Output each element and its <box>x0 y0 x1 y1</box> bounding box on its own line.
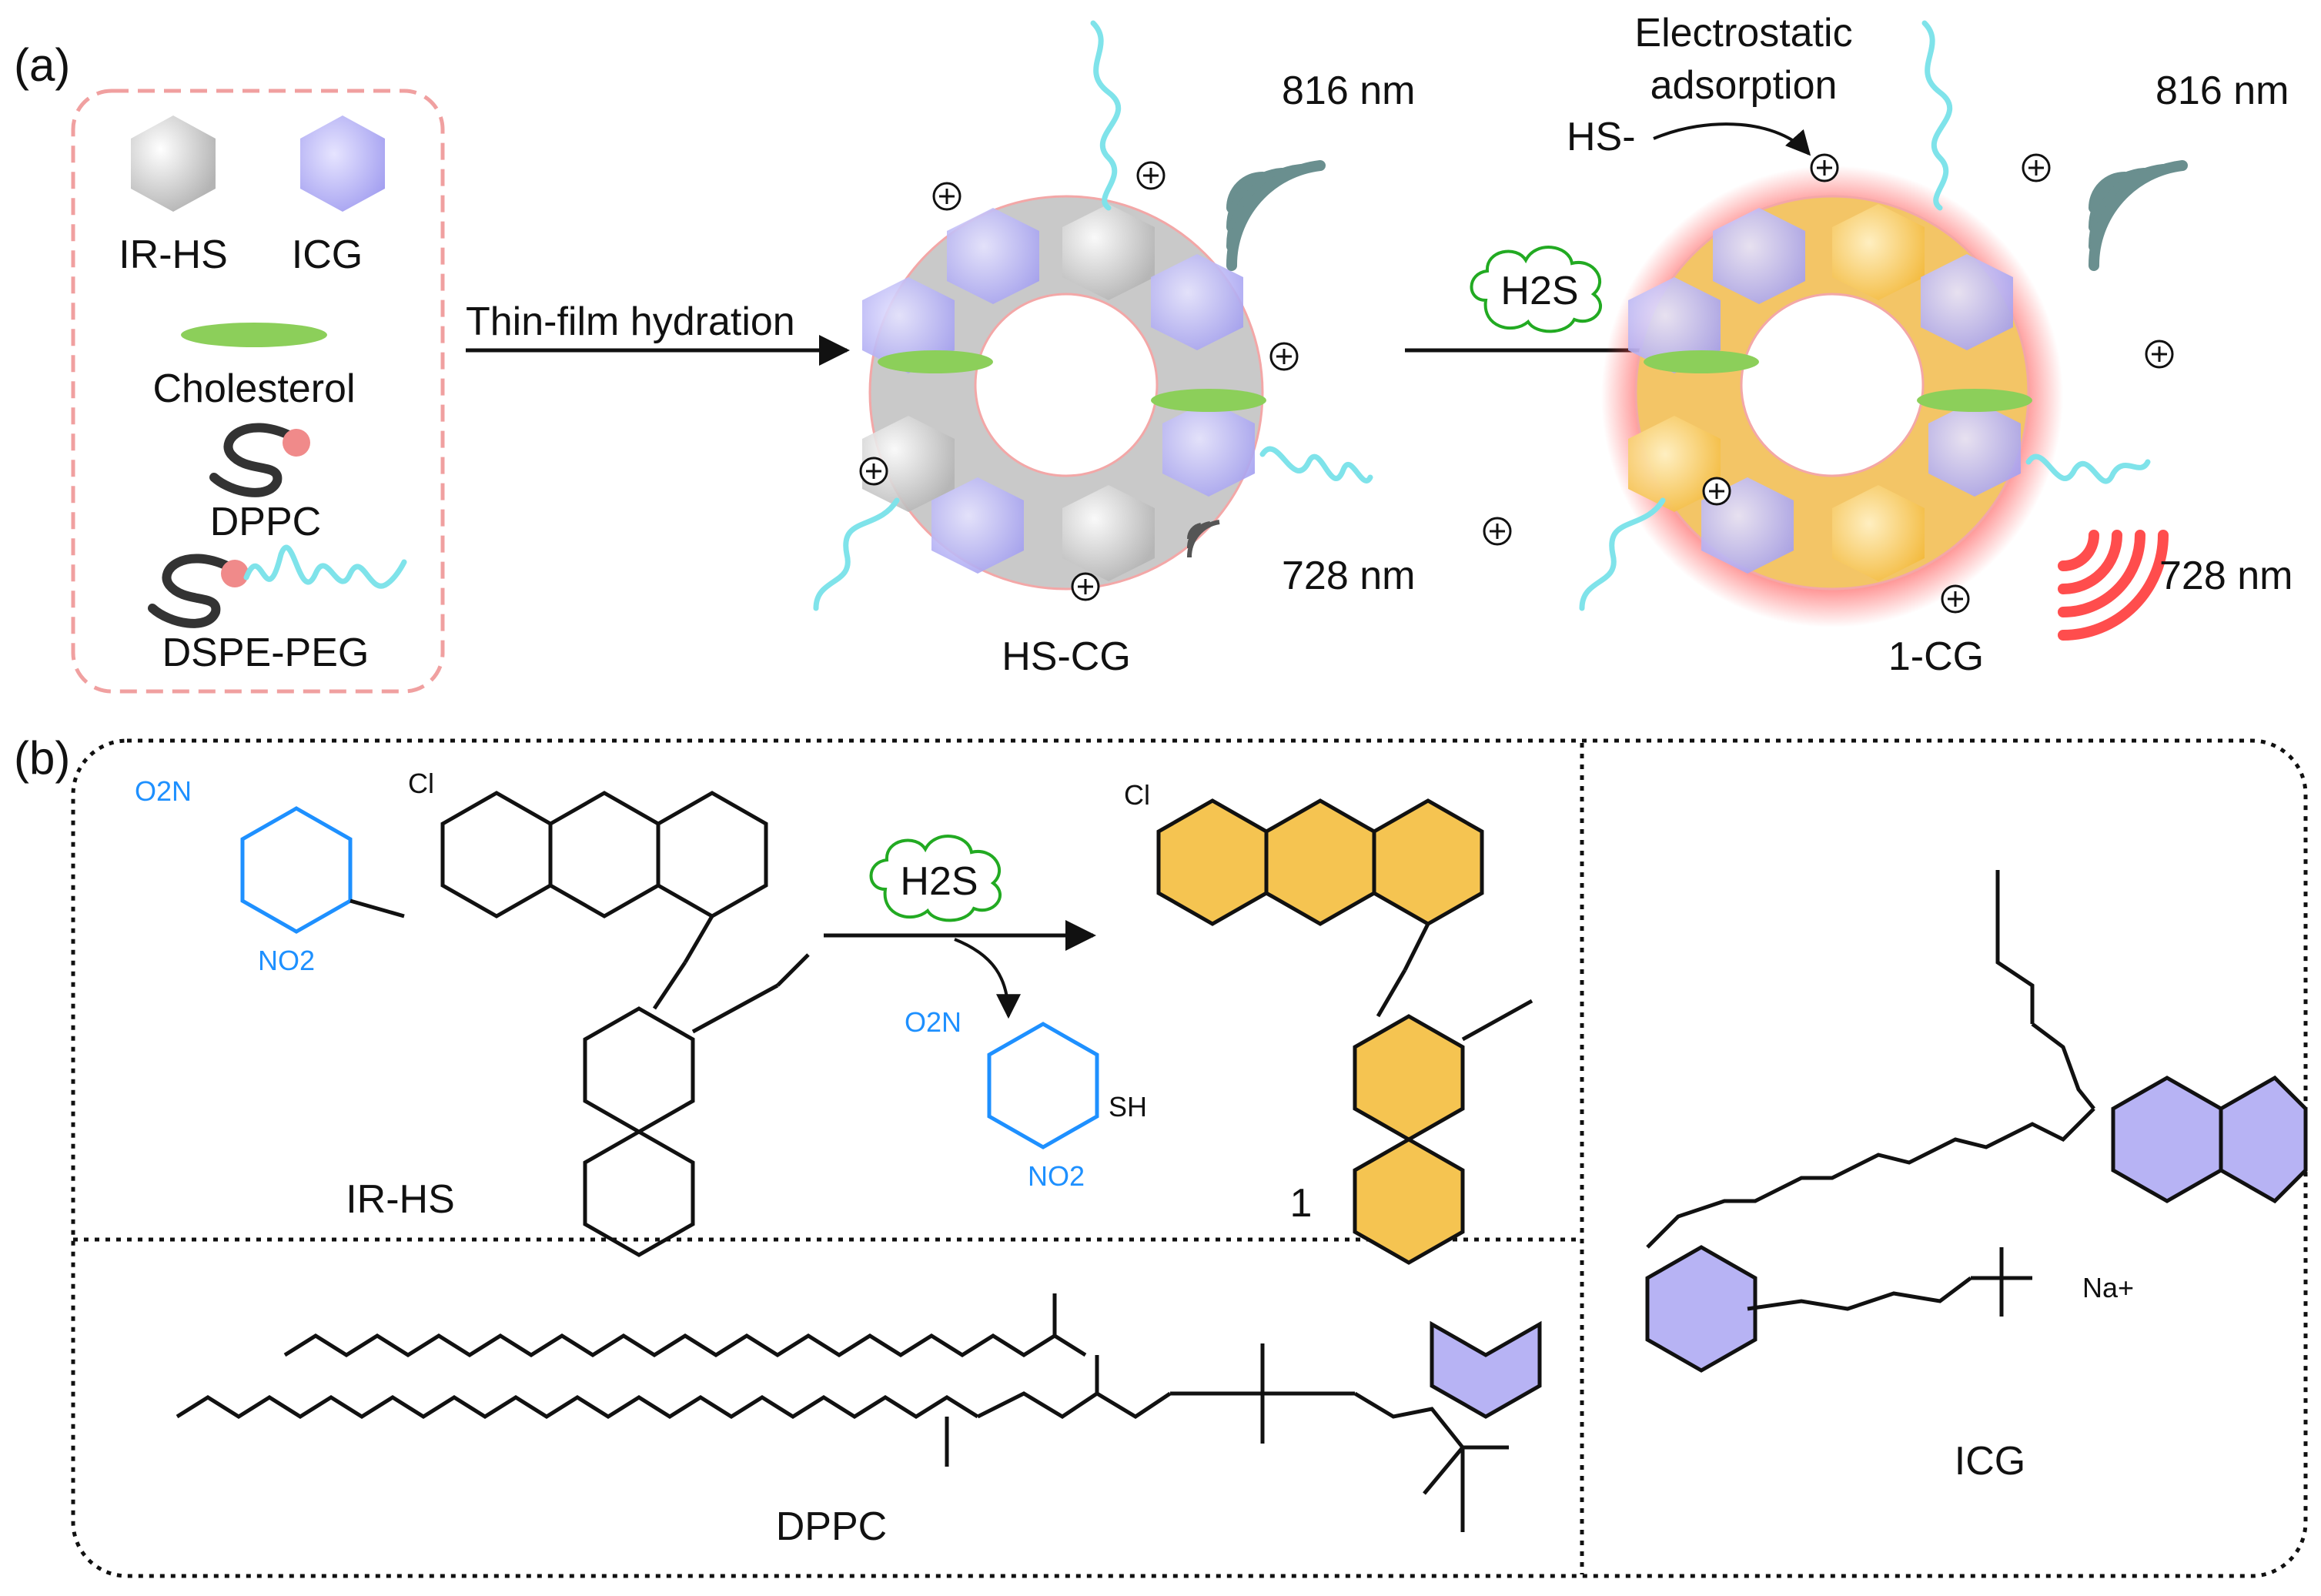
positive-charge-icon <box>859 457 888 486</box>
positive-charge-icon <box>2022 153 2051 182</box>
o2n-label: O2N <box>135 775 192 807</box>
peg-chain <box>813 497 900 611</box>
peg-chain <box>1921 20 1953 211</box>
legend-dspe-peg: DSPE-PEG <box>162 631 370 675</box>
cl-label: Cl <box>408 768 434 799</box>
icg-hexagon-icon <box>300 115 385 212</box>
legend-box <box>71 89 445 694</box>
dppc-name: DPPC <box>776 1504 887 1549</box>
positive-charge-icon <box>1941 584 1970 614</box>
o2n-byproduct-label: O2N <box>905 1006 962 1038</box>
adsorption-line2: adsorption <box>1650 63 1838 108</box>
sh-label: SH <box>1109 1091 1147 1123</box>
legend-cholesterol: Cholesterol <box>152 366 355 411</box>
hs-ion-label: HS- <box>1567 115 1636 159</box>
panel-b-frame <box>71 738 2308 1578</box>
one-cg-emission-816: 816 nm <box>2155 69 2289 113</box>
one-cg-label: 1-CG <box>1888 634 1984 679</box>
no2-byproduct-label: NO2 <box>1028 1160 1085 1192</box>
panel-a-label: (a) <box>14 39 70 91</box>
panel-b-label: (b) <box>14 732 70 784</box>
hs-cg-hexagons <box>862 204 1255 581</box>
dppc-icon <box>209 423 310 497</box>
step1-label: Thin-film hydration <box>466 299 795 344</box>
legend-dppc: DPPC <box>210 500 321 544</box>
peg-chain <box>2025 453 2151 484</box>
legend-icg: ICG <box>292 233 363 277</box>
ir-hs-structure <box>240 791 810 1257</box>
one-cg-liposome <box>1628 195 2032 591</box>
adsorption-line1: Electrostatic <box>1634 11 1852 55</box>
ir-hs-name: IR-HS <box>346 1177 455 1222</box>
one-cg-emission-728: 728 nm <box>2159 554 2293 598</box>
hs-cg-label: HS-CG <box>1002 634 1131 679</box>
na-label: Na+ <box>2082 1272 2134 1303</box>
dinitrothiophenol-ring <box>987 1022 1099 1149</box>
positive-charge-icon <box>1071 572 1100 601</box>
positive-charge-icon <box>2145 340 2174 369</box>
h2s-reagent-label: H2S <box>900 859 978 904</box>
positive-charge-icon <box>1810 153 1839 182</box>
peg-chain <box>1579 497 1666 611</box>
positive-charge-icon <box>1702 477 1731 506</box>
hs-cg-emission-816: 816 nm <box>1282 69 1415 113</box>
emission-816-wave-icon <box>1226 160 1326 271</box>
ir-hs-hexagon-icon <box>131 115 216 212</box>
icg-name: ICG <box>1955 1439 2025 1484</box>
legend-ir-hs: IR-HS <box>119 233 228 277</box>
dppc-structure <box>176 1293 1509 1532</box>
positive-charge-icon <box>1136 161 1166 190</box>
hs-cg-liposome <box>862 195 1266 591</box>
product-cl-label: Cl <box>1124 779 1150 811</box>
cholesterol-icon <box>181 323 327 347</box>
positive-charge-icon <box>1483 517 1512 546</box>
product-1-structure <box>1156 798 1533 1265</box>
byproduct-arrow <box>954 938 1021 1019</box>
product-name: 1 <box>1290 1181 1313 1226</box>
positive-charge-icon <box>932 182 962 211</box>
positive-charge-icon <box>1269 342 1299 371</box>
adsorption-arrow <box>1653 122 1811 156</box>
hs-cg-emission-728: 728 nm <box>1282 554 1415 598</box>
emission-816-wave-icon <box>2088 160 2188 271</box>
icg-structure <box>1430 870 2308 1419</box>
peg-chain <box>1090 20 1122 211</box>
emission-728-red-wave-icon <box>2058 530 2169 641</box>
no2-label: NO2 <box>258 945 315 976</box>
h2s-label: H2S <box>1500 269 1578 313</box>
dspe-peg-icon <box>148 544 407 628</box>
peg-chain <box>1259 446 1373 483</box>
emission-728-wave-icon <box>1186 520 1220 558</box>
